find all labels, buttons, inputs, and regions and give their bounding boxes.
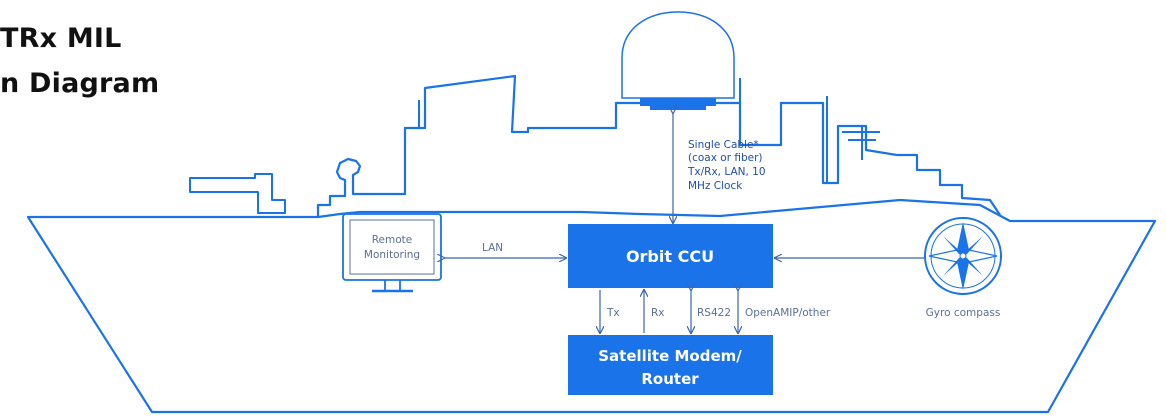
cable-label-line-3: Tx/Rx, LAN, 10	[687, 166, 766, 178]
monitor-label-line-1: Remote	[372, 234, 413, 246]
modem-label-line-2: Router	[641, 370, 699, 388]
cable-label: Single Cable* (coax or fiber) Tx/Rx, LAN…	[687, 139, 769, 192]
cable-label-line-4: MHz Clock	[688, 180, 743, 192]
deck-gun-barrel	[189, 173, 286, 214]
lan-label: LAN	[482, 242, 503, 254]
ship-hull-outline	[26, 198, 1157, 414]
monitor-label-line-2: Monitoring	[364, 249, 420, 261]
openamip-label: OpenAMIP/other	[745, 307, 831, 319]
ship-superstructure-outline	[316, 74, 1001, 216]
cable-label-line-1: Single Cable*	[688, 139, 759, 151]
rs422-label: RS422	[697, 307, 731, 319]
radome-icon	[621, 11, 735, 110]
orbit-ccu-label: Orbit CCU	[626, 247, 714, 266]
tx-label: Tx	[606, 307, 620, 319]
rx-label: Rx	[651, 307, 665, 319]
satellite-modem-box: Satellite Modem/ Router	[568, 335, 773, 395]
radar-mast	[842, 126, 880, 160]
monitor-icon	[342, 213, 442, 293]
cable-label-line-2: (coax or fiber)	[688, 152, 763, 164]
diagram-title-line-1: TRx MIL	[0, 23, 122, 54]
orbit-ccu-box: Orbit CCU	[568, 224, 773, 288]
modem-label-line-1: Satellite Modem/	[598, 347, 742, 365]
gyro-label: Gyro compass	[926, 307, 1001, 319]
diagram-title-line-2: n Diagram	[0, 68, 160, 99]
compass-rose-icon	[924, 217, 1002, 295]
